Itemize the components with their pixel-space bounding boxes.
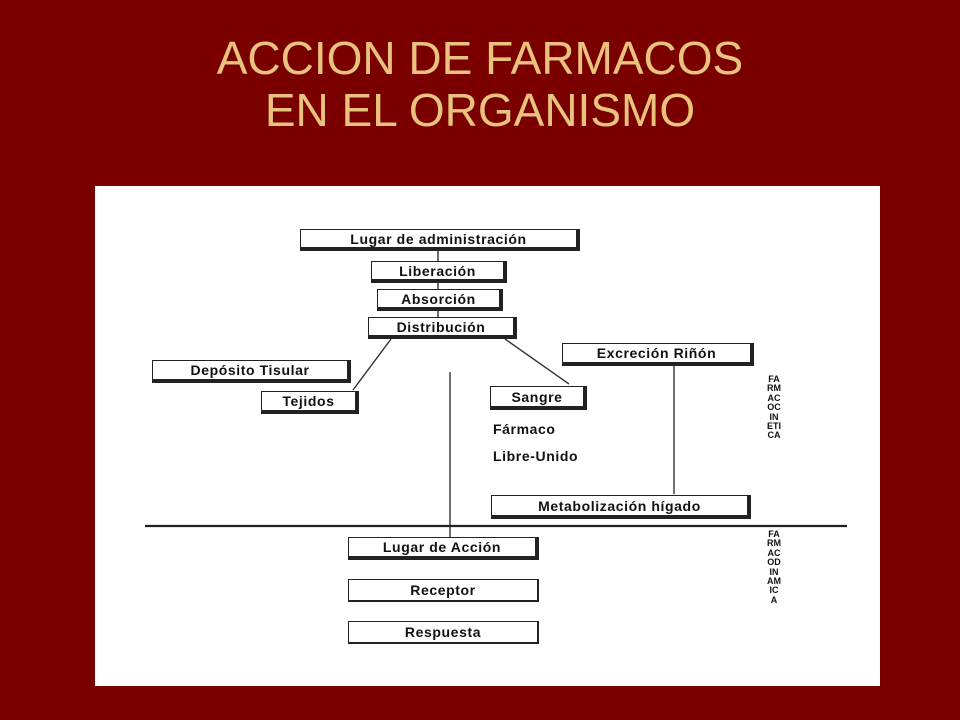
side-label-farmacodinamica: FARMACODINAMICA — [767, 529, 781, 605]
side-label-farmacocinetica: FARMACOCINETICA — [767, 374, 782, 441]
connector-distribucion-tejidos — [352, 338, 392, 391]
label-libre-unido: Libre-Unido — [493, 448, 579, 464]
node-lugar-administracion: Lugar de administración — [300, 229, 580, 251]
node-receptor: Receptor — [348, 579, 539, 602]
diagram-panel: Lugar de administración Liberación Absor… — [95, 186, 880, 686]
node-sangre: Sangre — [490, 386, 587, 410]
node-lugar-accion: Lugar de Acción — [348, 537, 539, 560]
connector-distribucion-sangre — [504, 338, 570, 385]
node-tejidos: Tejidos — [261, 391, 359, 414]
node-excrecion-rinon: Excreción Riñón — [562, 343, 754, 366]
node-metabolizacion-higado: Metabolización hígado — [491, 495, 751, 519]
node-distribucion: Distribución — [368, 317, 517, 339]
slide-title-line-2: EN EL ORGANISMO — [264, 84, 696, 136]
node-respuesta: Respuesta — [348, 621, 539, 644]
connector-lines — [145, 248, 847, 538]
slide-title: ACCION DE FARMACOS EN EL ORGANISMO — [0, 32, 960, 136]
label-farmaco: Fármaco — [493, 421, 556, 437]
node-liberacion: Liberación — [371, 261, 507, 283]
node-absorcion: Absorción — [377, 289, 503, 311]
node-deposito-tisular: Depósito Tisular — [152, 360, 351, 383]
slide-title-line-1: ACCION DE FARMACOS — [216, 32, 744, 84]
